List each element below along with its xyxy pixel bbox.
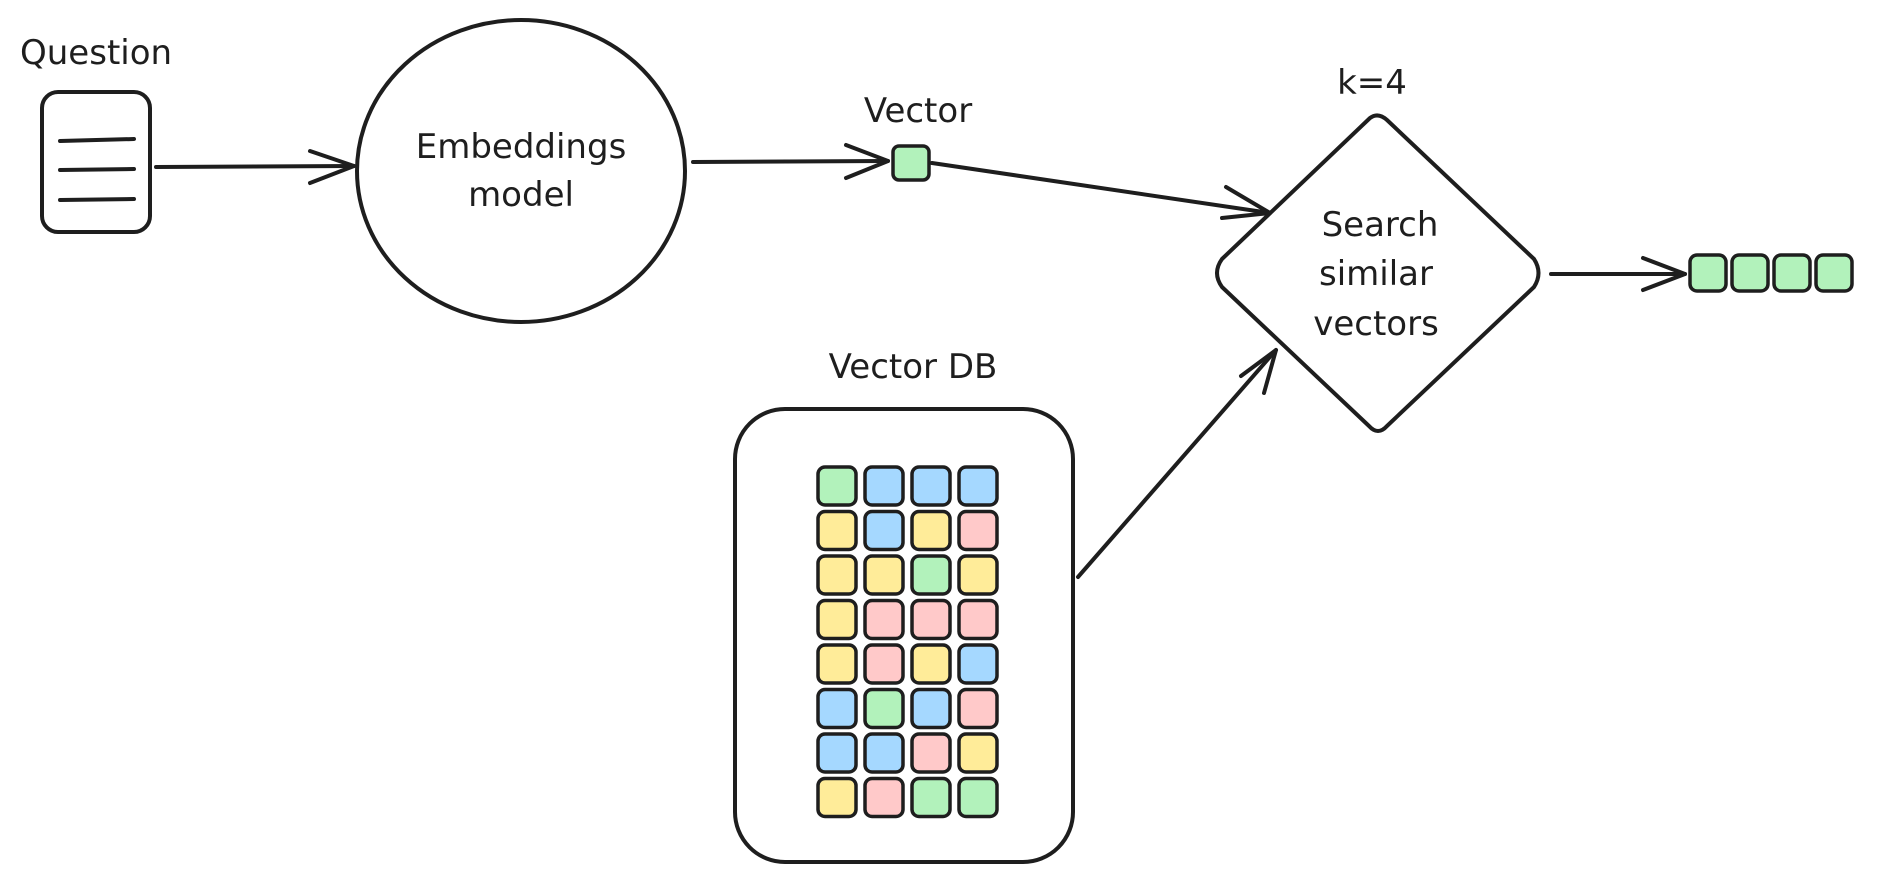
result-vector-cell (1814, 253, 1854, 293)
vector-db-container (733, 407, 1075, 864)
vector-db-cell (957, 643, 999, 685)
arrow-question-to-embeddings (154, 149, 356, 185)
vector-db-cell (863, 687, 905, 730)
search-label-line2: similar (1319, 254, 1433, 294)
vector-db-cell (957, 509, 999, 552)
vector-db-cell (957, 465, 999, 507)
embeddings-model-node: Embeddings model (355, 18, 687, 324)
result-vector-cell (1772, 253, 1812, 293)
vector-label: Vector (864, 91, 972, 131)
vector-db-cell (910, 598, 952, 641)
vector-db-cell (863, 643, 905, 685)
question-label: Question (20, 33, 172, 73)
question-document-icon (40, 90, 152, 234)
vector-db-label: Vector DB (829, 347, 998, 387)
k-label: k=4 (1337, 63, 1407, 103)
vector-db-cell (910, 732, 952, 774)
vector-db-grid (816, 465, 999, 819)
vector-db-cell (910, 687, 952, 730)
search-label-line1: Search (1322, 205, 1439, 245)
vector-db-cell (910, 554, 952, 596)
search-label-line3: vectors (1313, 304, 1439, 344)
result-vector-cell (1688, 253, 1728, 293)
vector-db-cell (816, 643, 858, 685)
result-vector-cell (1730, 253, 1770, 293)
arrow-embeddings-to-vector (691, 143, 890, 180)
vector-db-cell (863, 732, 905, 774)
arrow-vectordb-to-search (1076, 348, 1278, 579)
vector-db-cell (863, 509, 905, 552)
arrow-search-to-results (1549, 256, 1687, 292)
vector-db-cell (957, 687, 999, 730)
result-vectors (1688, 253, 1854, 293)
embeddings-label-line1: Embeddings (416, 127, 627, 167)
vector-db-cell (910, 509, 952, 552)
query-vector-cell (891, 144, 931, 182)
vector-db-cell (957, 554, 999, 596)
vector-db-cell (863, 598, 905, 641)
vector-db-cell (957, 598, 999, 641)
arrow-vector-to-search (930, 161, 1272, 220)
vector-db-cell (863, 554, 905, 596)
vector-db-cell (910, 776, 952, 819)
vector-db-cell (957, 776, 999, 819)
vector-db-cell (816, 776, 858, 819)
embeddings-label-line2: model (468, 175, 574, 215)
vector-db-cell (863, 776, 905, 819)
vector-db-cell (816, 732, 858, 774)
vector-db-cell (816, 509, 858, 552)
search-similar-vectors-node: Search similar vectors (1215, 113, 1541, 433)
vector-db-cell (910, 465, 952, 507)
vector-db-cell (863, 465, 905, 507)
vector-db-cell (910, 643, 952, 685)
vector-db-cell (816, 554, 858, 596)
vector-db-cell (816, 687, 858, 730)
vector-db-cell (957, 732, 999, 774)
vector-db-cell (816, 465, 858, 507)
vector-db-cell (816, 598, 858, 641)
